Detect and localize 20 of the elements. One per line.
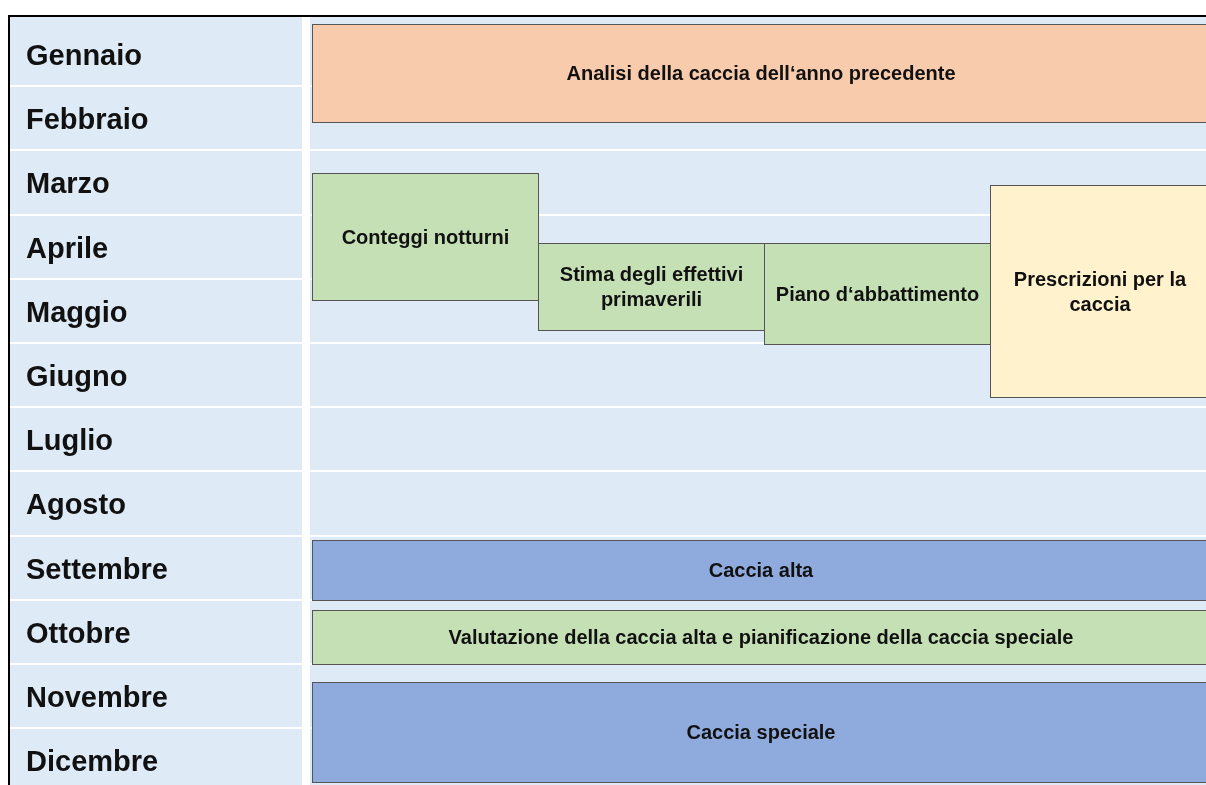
timeline-bar: Prescrizioni per la caccia: [990, 185, 1206, 398]
month-label: Marzo: [26, 169, 110, 199]
month-label: Aprile: [26, 233, 109, 263]
month-label: Novembre: [26, 683, 168, 712]
timeline-bar: Caccia alta: [312, 540, 1206, 601]
month-label: Ottobre: [26, 618, 131, 648]
timeline-bar: Caccia speciale: [312, 682, 1206, 783]
month-label: Agosto: [26, 490, 126, 520]
month-label: Settembre: [26, 554, 168, 584]
timeline-bar: Stima degli effettivi primaverili: [538, 243, 765, 331]
timeline-bar: Conteggi notturni: [312, 173, 539, 301]
month-label: Maggio: [26, 297, 128, 327]
month-label: Dicembre: [26, 747, 159, 777]
month-label: Giugno: [26, 362, 128, 391]
timeline-bar: Piano d‘abbattimento: [764, 243, 991, 345]
timeline-bar: Analisi della caccia dell‘anno precedente: [312, 24, 1206, 123]
month-label: Febbraio: [26, 105, 149, 135]
timeline-bar: Valutazione della caccia alta e pianificazione della caccia speciale: [312, 610, 1206, 665]
month-label: Luglio: [26, 426, 113, 456]
month-label: Gennaio: [26, 41, 142, 70]
